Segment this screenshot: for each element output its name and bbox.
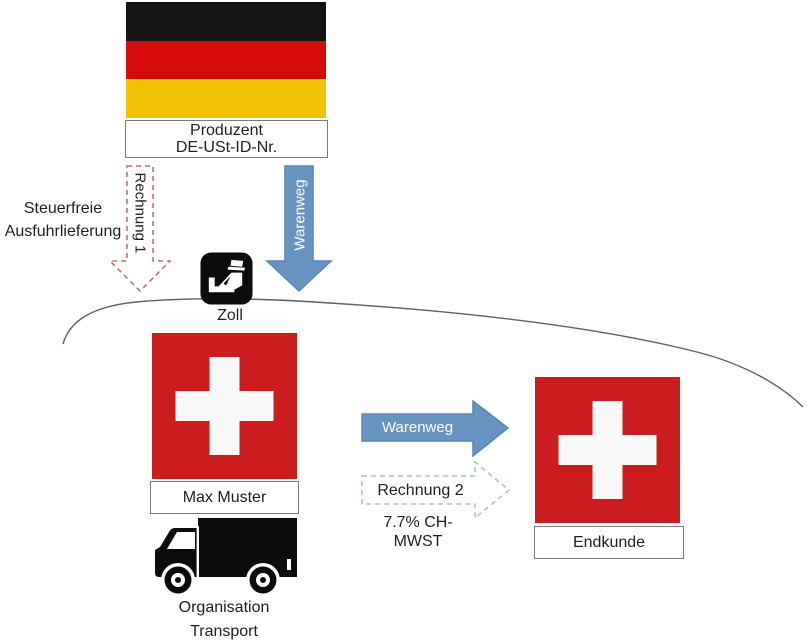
tax-free-export-note: Steuerfreie Ausfuhrlieferung (2, 197, 124, 243)
swiss-flag-endcustomer-icon (535, 377, 680, 523)
customs-officer-icon (200, 252, 253, 305)
invoice1-arrow-label: Rechnung 1 (132, 172, 149, 254)
importer-label-box: Max Muster (150, 481, 299, 514)
transport-line1: Organisation (178, 599, 270, 616)
invoice2-arrow-label: Rechnung 2 (377, 481, 464, 499)
producer-label-box: Produzent DE-USt-ID-Nr. (125, 120, 328, 158)
german-flag-gold-stripe (126, 79, 326, 119)
goods-right-arrow-label-wrap: Warenweg (362, 415, 473, 440)
invoice2-dashed-arrow (361, 460, 511, 520)
end-customer-label-box: Endkunde (534, 526, 684, 559)
tax-note-line2: Ausfuhrlieferung (4, 223, 122, 240)
goods-down-arrow-label-wrap: Warenweg (288, 153, 312, 278)
goods-down-arrow (265, 165, 333, 293)
truck-icon (155, 518, 297, 597)
goods-right-arrow (361, 399, 510, 458)
vat-note-line2: MWST (393, 533, 443, 550)
vat-note: 7.7% CH- MWST (368, 513, 468, 551)
end-customer-name: Endkunde (572, 534, 646, 551)
german-flag-black-stripe (126, 2, 326, 41)
customs-label: Zoll (217, 307, 243, 324)
vat-note-line1: 7.7% CH- (383, 514, 453, 531)
producer-vat-id: DE-USt-ID-Nr. (175, 139, 278, 156)
invoice2-arrow-label-wrap: Rechnung 2 (364, 478, 477, 503)
tax-note-line1: Steuerfreie (23, 200, 103, 217)
producer-name: Produzent (190, 122, 263, 139)
german-flag-icon (126, 2, 326, 119)
transport-line2: Transport (190, 623, 258, 640)
german-flag-red-stripe (126, 40, 326, 80)
country-border-curve (62, 298, 804, 408)
invoice1-dashed-arrow (108, 165, 172, 293)
goods-down-arrow-label: Warenweg (291, 179, 308, 251)
invoice1-arrow-label-wrap: Rechnung 1 (129, 151, 153, 276)
swiss-flag-importer-icon (152, 333, 297, 479)
importer-name: Max Muster (182, 489, 267, 506)
transport-note: Organisation Transport (156, 596, 292, 644)
goods-right-arrow-label: Warenweg (381, 419, 454, 436)
